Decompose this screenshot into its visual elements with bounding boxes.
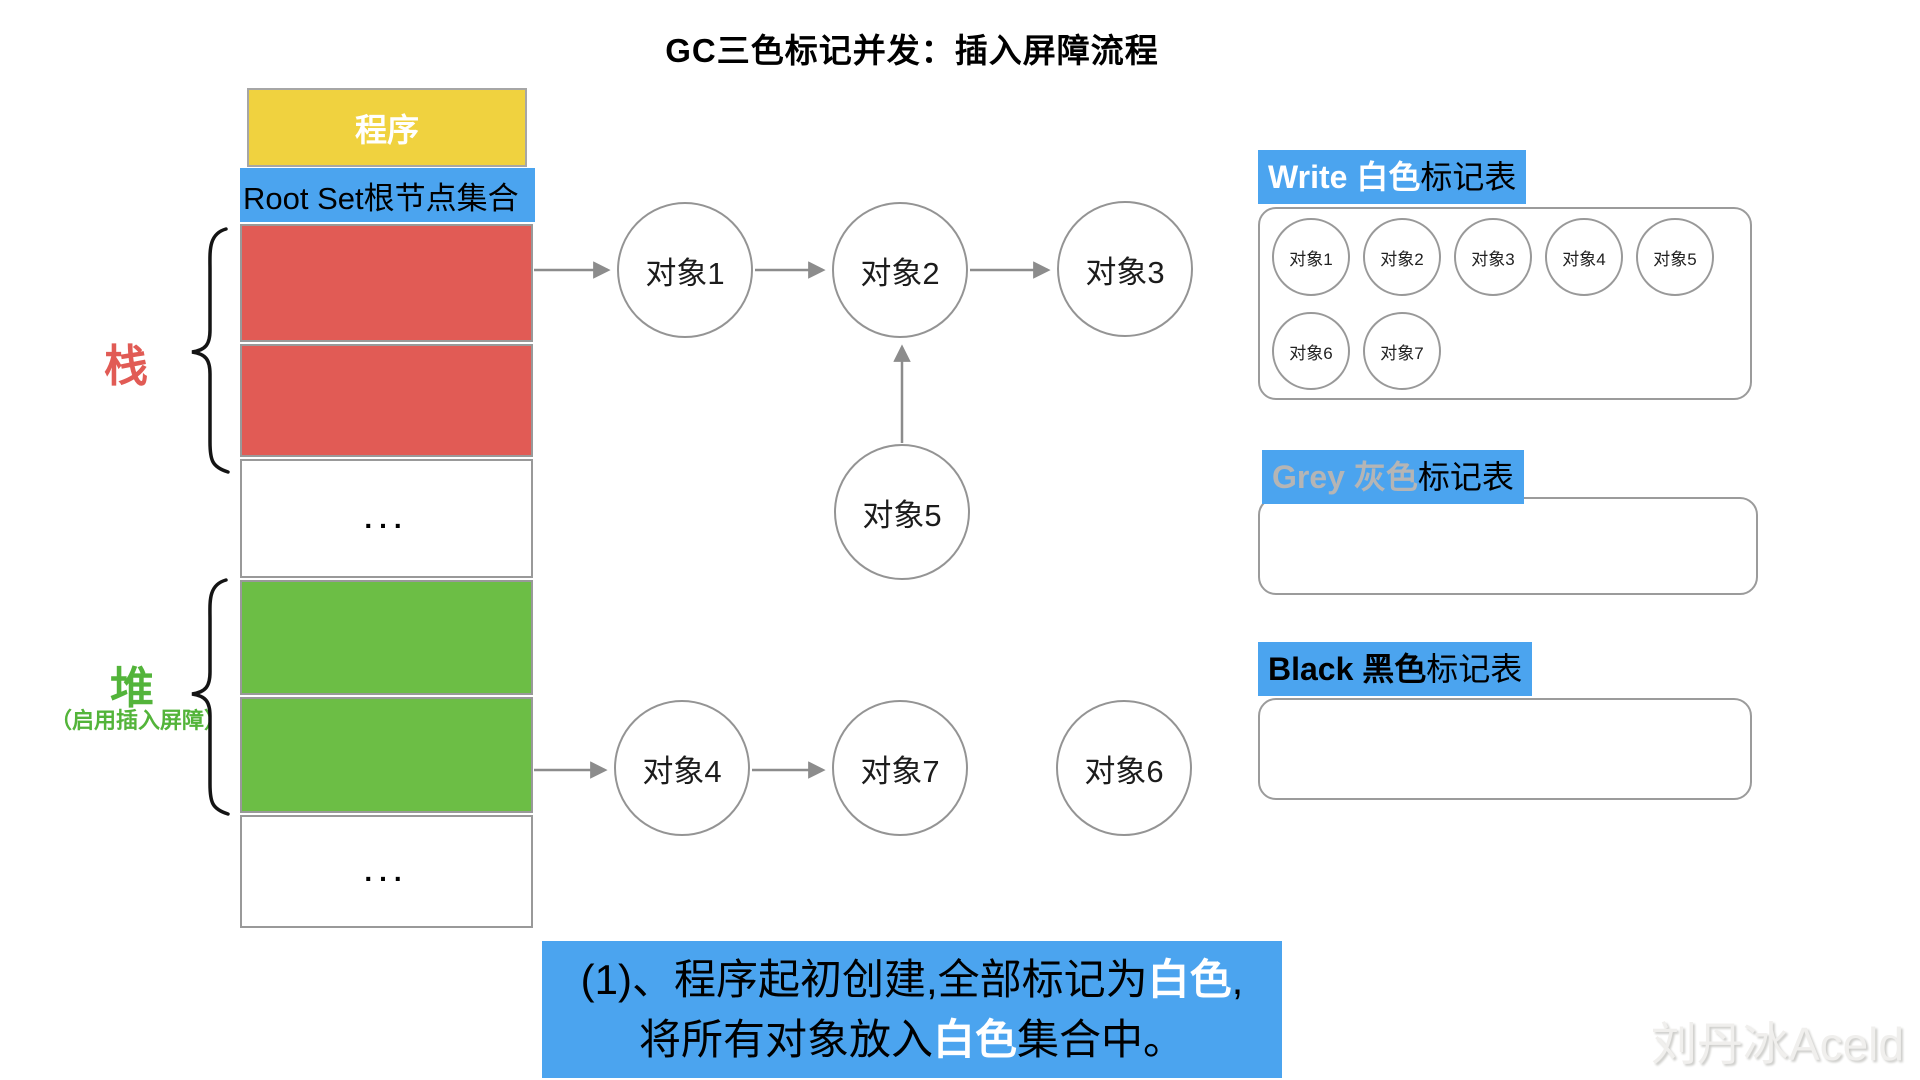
grey-table-header: Grey 灰色标记表 [1262, 450, 1524, 504]
caption-line-1: (1)、程序起初创建,全部标记为白色, [542, 950, 1282, 1010]
program-box: 程序 [247, 88, 527, 167]
object-node-3: 对象3 [1057, 201, 1193, 337]
white-table-header-highlight: Write 白色 [1268, 159, 1421, 195]
heap-block [240, 697, 533, 813]
caption-highlight: 白色 [932, 1016, 1017, 1063]
page-title: GC三色标记并发：插入屏障流程 [665, 32, 1159, 69]
heap-block [240, 580, 533, 695]
grey-table-header-highlight: Grey 灰色 [1272, 459, 1418, 495]
object-node-6: 对象6 [1056, 700, 1192, 836]
white-table-header-rest: 标记表 [1420, 159, 1517, 195]
object-node-5: 对象5 [834, 444, 970, 580]
heap-note: （启用插入屏障） [50, 708, 227, 733]
object-node-1: 对象1 [617, 202, 753, 338]
white-table-item-1: 对象1 [1272, 218, 1350, 296]
white-table-item-5: 对象5 [1636, 218, 1714, 296]
memory-ellipsis-block: ... [240, 459, 533, 578]
grey-table-header-rest: 标记表 [1417, 459, 1514, 495]
grey-table-panel [1258, 497, 1758, 595]
white-table-item-2: 对象2 [1363, 218, 1441, 296]
white-table-item-4: 对象4 [1545, 218, 1623, 296]
object-node-2: 对象2 [832, 202, 968, 338]
caption-text: 将所有对象放入 [638, 1016, 933, 1063]
stack-block [240, 344, 533, 457]
white-table-header: Write 白色标记表 [1258, 150, 1527, 204]
white-table-item-3: 对象3 [1454, 218, 1532, 296]
stack-block [240, 224, 533, 342]
memory-ellipsis-block: ... [240, 815, 533, 928]
watermark: 刘丹冰Aceld [1650, 1018, 1904, 1070]
black-table-header: Black 黑色标记表 [1258, 642, 1533, 696]
root-set-band: Root Set根节点集合 [240, 168, 535, 222]
heap-brace [191, 578, 230, 816]
caption-line-2: 将所有对象放入白色集合中。 [542, 1010, 1282, 1070]
object-node-4: 对象4 [614, 700, 750, 836]
object-node-7: 对象7 [832, 700, 968, 836]
caption-highlight: 白色 [1147, 956, 1232, 1003]
stack-brace [191, 227, 230, 474]
stack-label: 栈 [104, 342, 148, 391]
white-table-item-7: 对象7 [1363, 312, 1441, 390]
black-table-panel [1258, 698, 1752, 800]
black-table-header-highlight: Black 黑色 [1268, 651, 1427, 687]
caption-text: , [1231, 956, 1244, 1003]
black-table-header-rest: 标记表 [1426, 651, 1523, 687]
caption-text: 集合中。 [1017, 1016, 1186, 1063]
heap-label: 堆 [110, 664, 154, 713]
step-caption: (1)、程序起初创建,全部标记为白色, 将所有对象放入白色集合中。 [542, 941, 1282, 1078]
white-table-item-6: 对象6 [1272, 312, 1350, 390]
caption-text: (1)、程序起初创建,全部标记为 [580, 956, 1148, 1003]
